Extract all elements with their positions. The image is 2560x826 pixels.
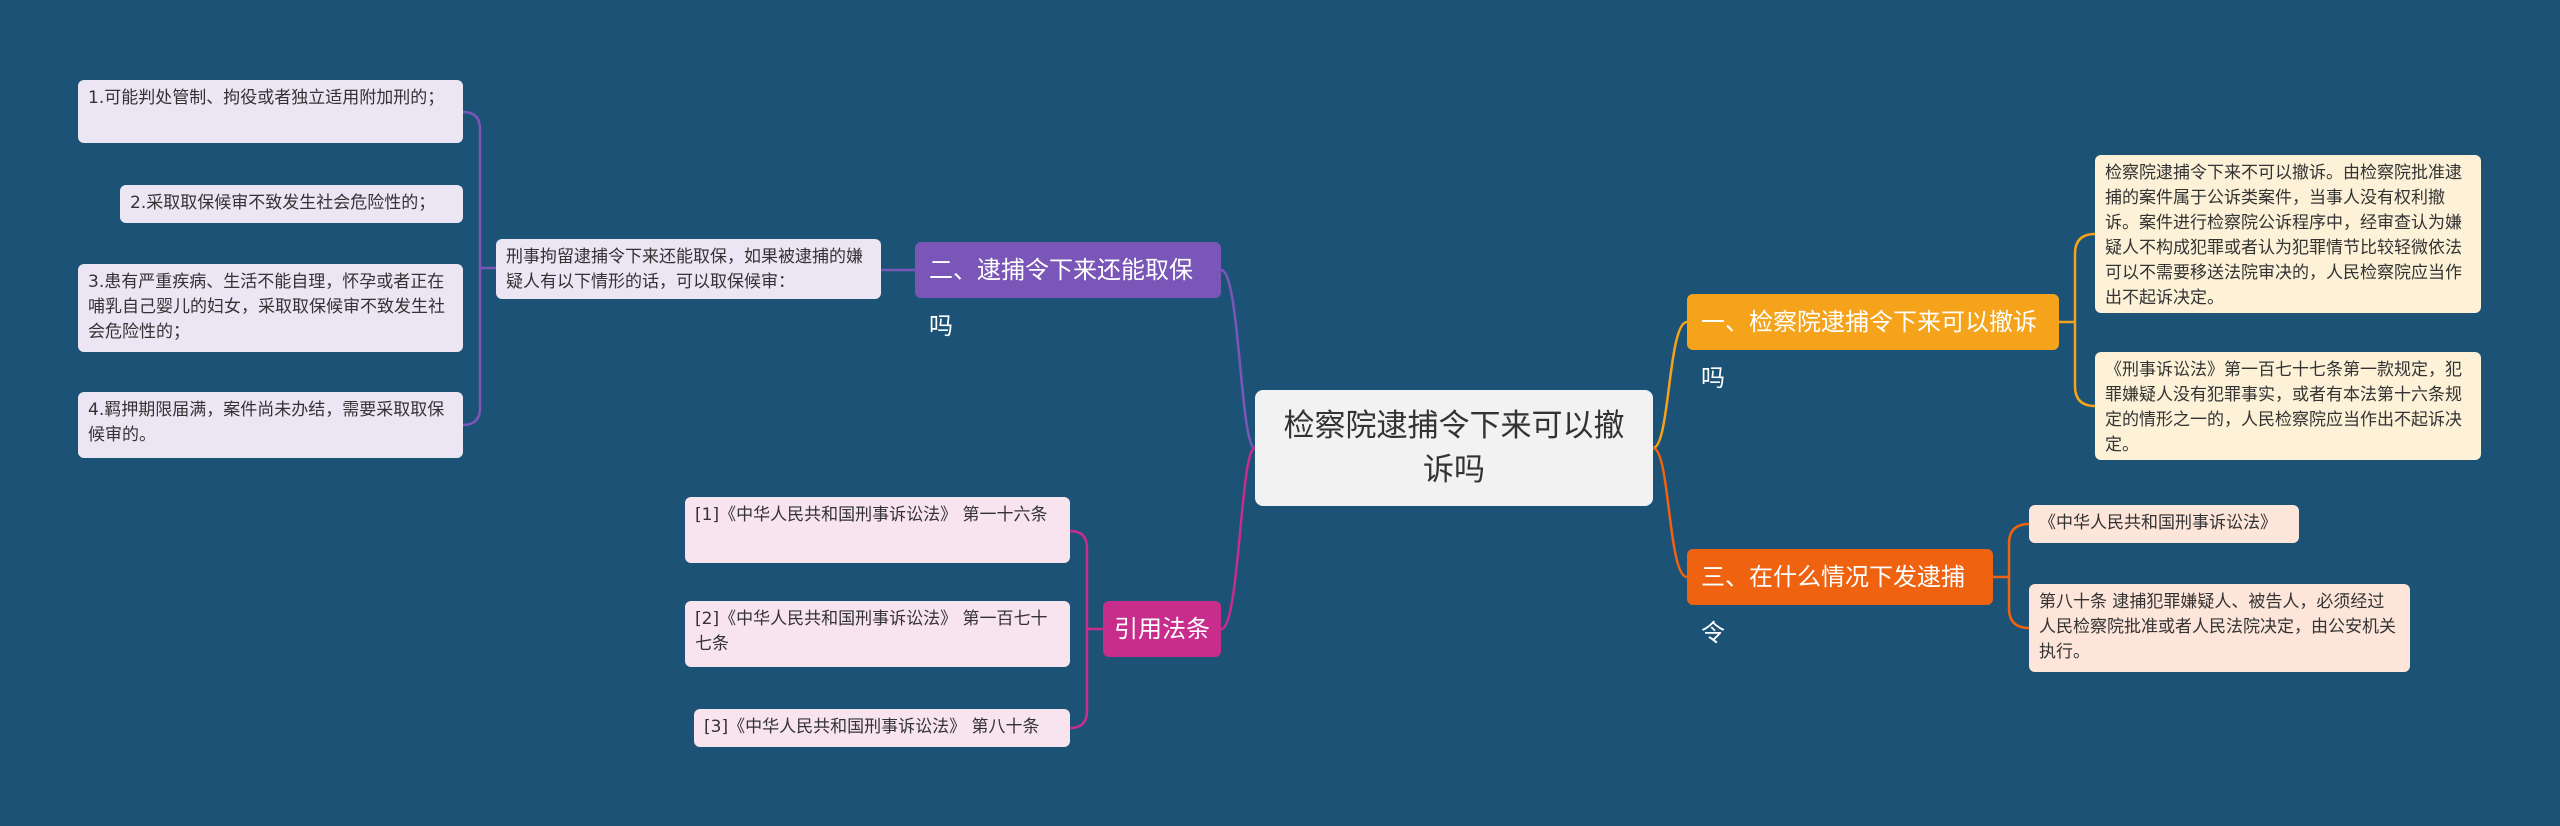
leaf-node-cannot-withdraw[interactable]: 检察院逮捕令下来不可以撤诉。由检察院批准逮捕的案件属于公诉类案件，当事人没有权利… xyxy=(2095,155,2481,313)
root-title: 检察院逮捕令下来可以撤诉吗 xyxy=(1283,408,1625,488)
connector-root-branch1 xyxy=(1652,320,1688,450)
leaf-text: 《中华人民共和国刑事诉讼法》 xyxy=(2039,513,2277,533)
leaf-node-bail-condition-2[interactable]: 2.采取取保候审不致发生社会危险性的； xyxy=(120,185,463,223)
connector-root-branch4 xyxy=(1220,446,1257,631)
leaf-node-article-177[interactable]: 《刑事诉讼法》第一百七十七条第一款规定，犯罪嫌疑人没有犯罪事实，或者有本法第十六… xyxy=(2095,352,2481,460)
connector-root-branch3 xyxy=(1652,446,1688,579)
branch-node-can-withdraw[interactable]: 一、检察院逮捕令下来可以撤诉吗 xyxy=(1687,294,2059,392)
branch-node-citations[interactable]: 引用法条 xyxy=(1103,601,1221,657)
branch-title: 一、检察院逮捕令下来可以撤诉吗 xyxy=(1701,308,2037,392)
middle-node-bail-conditions[interactable]: 刑事拘留逮捕令下来还能取保，如果被逮捕的嫌疑人有以下情形的话，可以取保候审： xyxy=(496,239,881,299)
root-node[interactable]: 检察院逮捕令下来可以撤诉吗 xyxy=(1255,390,1653,506)
leaf-text: 第八十条 逮捕犯罪嫌疑人、被告人，必须经过人民检察院批准或者人民法院决定，由公安… xyxy=(2039,592,2396,662)
leaf-text: 3.患有严重疾病、生活不能自理，怀孕或者正在哺乳自己婴儿的妇女，采取取保候审不致… xyxy=(88,272,445,342)
leaf-text: [2]《中华人民共和国刑事诉讼法》 第一百七十七条 xyxy=(695,609,1048,654)
leaf-text: 1.可能判处管制、拘役或者独立适用附加刑的； xyxy=(88,88,445,108)
leaf-text: 《刑事诉讼法》第一百七十七条第一款规定，犯罪嫌疑人没有犯罪事实，或者有本法第十六… xyxy=(2105,360,2462,455)
leaf-node-citation-1[interactable]: [1]《中华人民共和国刑事诉讼法》 第一十六条 xyxy=(685,497,1070,563)
branch-node-bail[interactable]: 二、逮捕令下来还能取保吗 xyxy=(915,242,1221,340)
leaf-node-citation-2[interactable]: [2]《中华人民共和国刑事诉讼法》 第一百七十七条 xyxy=(685,601,1070,667)
leaf-text: [3]《中华人民共和国刑事诉讼法》 第八十条 xyxy=(704,717,1040,737)
branch-title: 二、逮捕令下来还能取保吗 xyxy=(929,256,1193,340)
leaf-text: 2.采取取保候审不致发生社会危险性的； xyxy=(130,193,436,213)
leaf-node-article-80[interactable]: 第八十条 逮捕犯罪嫌疑人、被告人，必须经过人民检察院批准或者人民法院决定，由公安… xyxy=(2029,584,2410,672)
branch-title: 引用法条 xyxy=(1114,615,1210,643)
leaf-node-law-name[interactable]: 《中华人民共和国刑事诉讼法》 xyxy=(2029,505,2299,543)
bracket-branch1 xyxy=(2059,232,2096,408)
leaf-text: 4.羁押期限届满，案件尚未办结，需要采取取保候审的。 xyxy=(88,400,445,445)
leaf-node-citation-3[interactable]: [3]《中华人民共和国刑事诉讼法》 第八十条 xyxy=(694,709,1070,747)
connector-root-branch2 xyxy=(1220,268,1257,450)
bracket-branch4 xyxy=(1069,529,1103,730)
bracket-branch3 xyxy=(1993,522,2030,630)
bracket-branch2 xyxy=(462,110,496,427)
leaf-node-bail-condition-1[interactable]: 1.可能判处管制、拘役或者独立适用附加刑的； xyxy=(78,80,463,143)
leaf-text: 检察院逮捕令下来不可以撤诉。由检察院批准逮捕的案件属于公诉类案件，当事人没有权利… xyxy=(2105,163,2462,308)
leaf-node-bail-condition-3[interactable]: 3.患有严重疾病、生活不能自理，怀孕或者正在哺乳自己婴儿的妇女，采取取保候审不致… xyxy=(78,264,463,352)
branch-title: 三、在什么情况下发逮捕令 xyxy=(1701,563,1965,647)
branch-node-when-warrant[interactable]: 三、在什么情况下发逮捕令 xyxy=(1687,549,1993,647)
leaf-text: 刑事拘留逮捕令下来还能取保，如果被逮捕的嫌疑人有以下情形的话，可以取保候审： xyxy=(506,247,863,292)
leaf-node-bail-condition-4[interactable]: 4.羁押期限届满，案件尚未办结，需要采取取保候审的。 xyxy=(78,392,463,458)
leaf-text: [1]《中华人民共和国刑事诉讼法》 第一十六条 xyxy=(695,505,1048,525)
